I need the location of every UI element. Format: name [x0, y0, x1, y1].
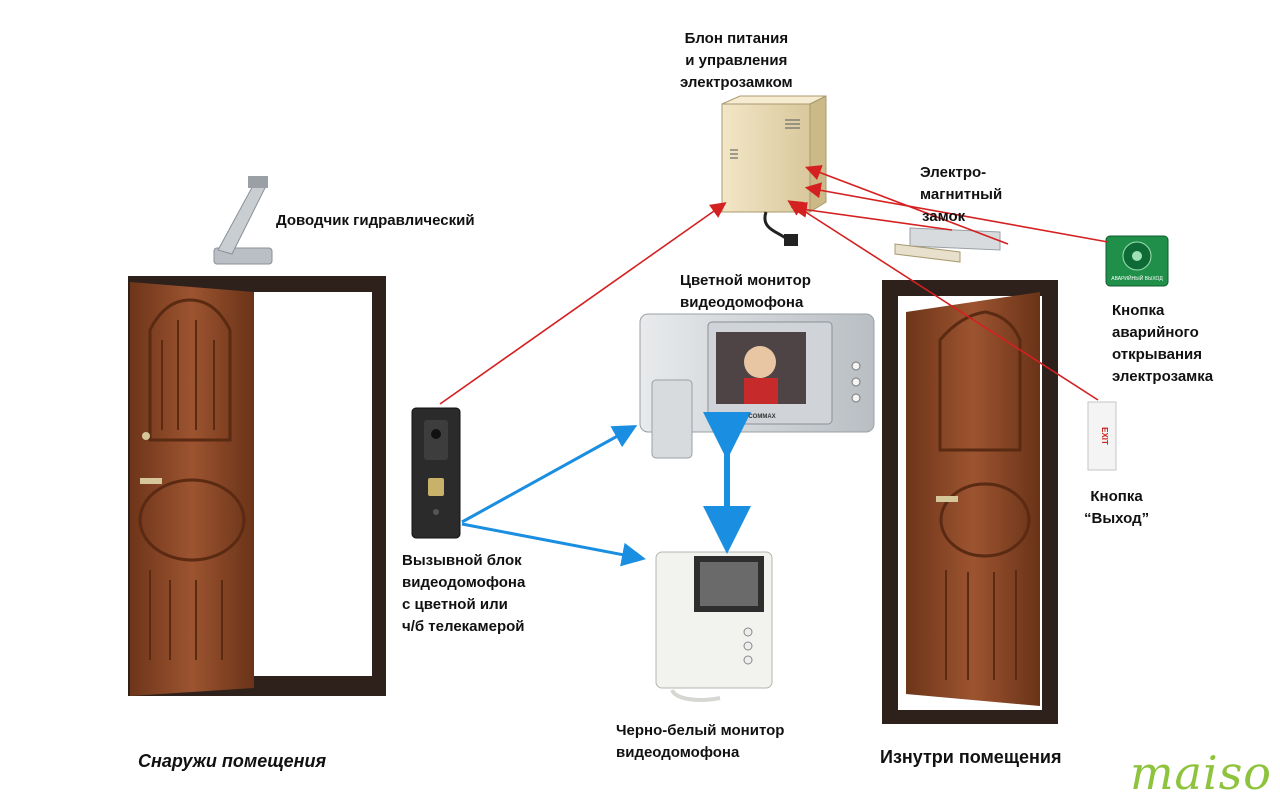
label-line: открывания: [1112, 346, 1203, 363]
label-line: электрозамком: [680, 74, 793, 91]
video-links: [461, 412, 751, 567]
inside-caption: Изнутри помещения: [880, 747, 1062, 767]
label-line: видеодомофона: [680, 294, 804, 311]
label-line: Черно-белый монитор: [616, 722, 785, 739]
call-panel-device: [411, 407, 461, 539]
label-line: аварийного: [1112, 324, 1199, 341]
power-supply-unit: [721, 95, 827, 246]
inside-door: [882, 280, 1058, 724]
color-monitor-device: [639, 313, 875, 459]
label-line: Кнопка: [1112, 302, 1165, 319]
exit-button-label: Кнопка “Выход”: [1084, 486, 1149, 530]
call-panel-label: Вызывной блок видеодомофона с цветной ил…: [402, 550, 525, 638]
emergency-button-label: Кнопка аварийного открывания электрозамк…: [1112, 300, 1213, 388]
label-line: Электро-: [920, 164, 987, 181]
door-closer: [213, 176, 273, 265]
magnetic-lock: [894, 227, 1001, 263]
label-line: Вызывной блок: [402, 552, 522, 569]
watermark-logo: maiso: [1129, 746, 1272, 800]
bw-monitor-label: Черно-белый монитор видеодомофона: [616, 720, 784, 764]
label-line: Блон питания: [684, 30, 789, 47]
exit-button-device: [1087, 401, 1117, 471]
outside-door: [128, 276, 386, 696]
emergency-plate-text: АВАРИЙНЫЙ ВЫХОД: [1111, 274, 1163, 282]
label-line: замок: [922, 208, 966, 225]
label-line: Кнопка: [1090, 488, 1143, 505]
label-line: электрозамка: [1112, 368, 1214, 385]
label-line: и управления: [685, 52, 788, 69]
label-line: Цветной монитор: [680, 272, 811, 289]
monitor-brand-text: COMMAX: [748, 414, 775, 420]
maglock-label: Электро- магнитный замок: [920, 162, 1002, 228]
power-supply-label: Блон питания и управления электрозамком: [680, 28, 793, 94]
emergency-button-device: [1105, 235, 1169, 287]
label-line: ч/б телекамерой: [402, 618, 525, 635]
label-line: “Выход”: [1084, 510, 1150, 527]
color-monitor-label: Цветной монитор видеодомофона: [680, 270, 811, 314]
exit-plate-text: EXIT: [1100, 427, 1109, 445]
label-line: видеодомофона: [616, 744, 740, 761]
door-closer-label: Доводчик гидравлический: [276, 212, 475, 229]
label-line: магнитный: [920, 186, 1003, 203]
outside-caption: Снаружи помещения: [138, 751, 327, 771]
label-line: видеодомофона: [402, 574, 526, 591]
bw-monitor-device: [655, 551, 773, 702]
label-line: с цветной или: [402, 596, 508, 613]
power-wires: [439, 165, 1109, 405]
